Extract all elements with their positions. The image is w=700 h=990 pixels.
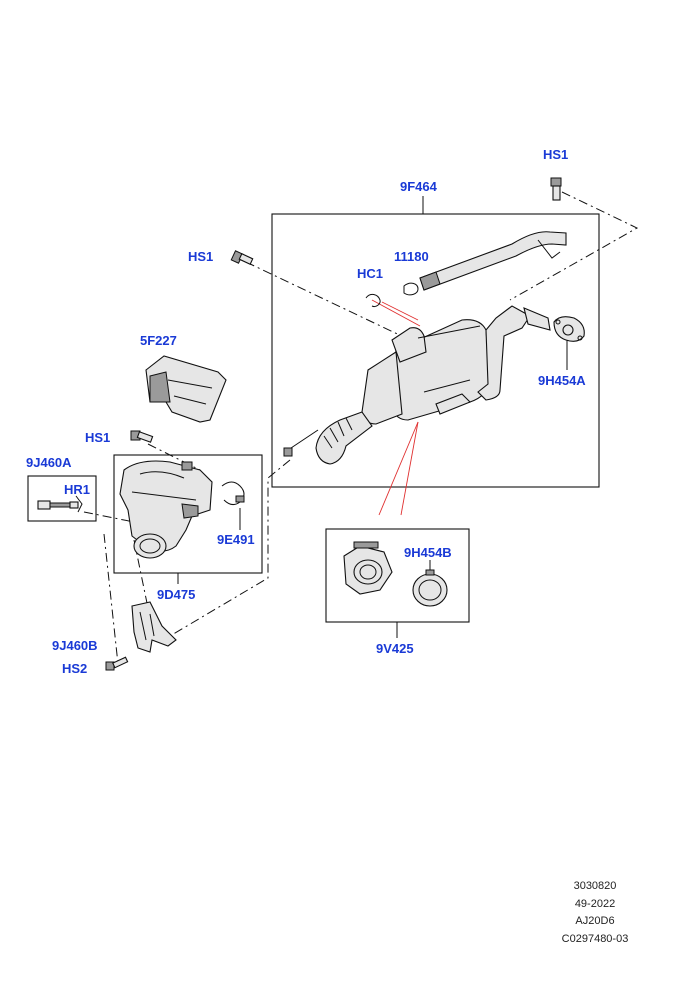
callout-hc1[interactable]: HC1	[357, 266, 384, 281]
callout-9h454a[interactable]: 9H454A	[538, 373, 586, 388]
red-leader-hc1	[371, 299, 421, 327]
gasket-9h454b	[412, 569, 448, 607]
callout-5f227[interactable]: 5F227	[140, 333, 177, 348]
footer-code-1: 3030820	[573, 880, 617, 892]
group-box-9d475	[113, 454, 263, 574]
callout-hr1[interactable]: HR1	[64, 482, 91, 497]
callout-hs1-top[interactable]: HS1	[543, 147, 569, 162]
red-leader-9v425-a	[378, 421, 419, 516]
footer-code-2: 49-2022	[574, 898, 616, 910]
assembly-line-bracket2	[133, 539, 149, 609]
assembly-line-center	[169, 459, 291, 637]
assembly-line-bracket	[103, 533, 119, 665]
heat-shield-5f227	[145, 355, 227, 423]
bolt-hs2	[105, 656, 129, 671]
callout-9j460b[interactable]: 9J460B	[52, 638, 98, 653]
flex-pipe	[283, 411, 373, 465]
callout-9v425[interactable]: 9V425	[376, 641, 414, 656]
bracket-9j460b	[131, 601, 177, 653]
callout-9j460a[interactable]: 9J460A	[26, 455, 72, 470]
callout-hs1-left[interactable]: HS1	[188, 249, 214, 264]
housing-9d475	[119, 460, 213, 559]
clamp-9e491	[221, 481, 245, 506]
red-leader-9v425-b	[400, 421, 419, 516]
flange-9v425	[343, 541, 393, 595]
bolt-hs1-top	[550, 177, 562, 201]
pipe-11180	[419, 231, 567, 291]
callout-hs2[interactable]: HS2	[62, 661, 88, 676]
group-box-9f464	[271, 213, 600, 488]
callout-9f464[interactable]: 9F464	[400, 179, 437, 194]
callout-9h454b[interactable]: 9H454B	[404, 545, 452, 560]
group-box-9j460a	[27, 475, 97, 522]
callout-11180[interactable]: 11180	[394, 249, 429, 264]
callout-hs1-mid[interactable]: HS1	[85, 430, 111, 445]
footer-code-4: C0297480-03	[561, 933, 629, 945]
bolt-hs1-left	[230, 250, 254, 265]
gasket-9h454a	[553, 316, 585, 342]
bolt-hs1-mid	[130, 430, 154, 443]
sensor-9j460a	[37, 495, 83, 513]
clamp-11180	[403, 282, 419, 296]
assembly-line-sensor	[83, 511, 135, 523]
assembly-line-left-bolt	[245, 261, 411, 341]
footer-code-3: AJ20D6	[575, 915, 615, 927]
callout-9e491[interactable]: 9E491	[217, 532, 255, 547]
assembly-line-top	[509, 191, 639, 301]
catalyst-body	[361, 305, 551, 425]
callout-9d475[interactable]: 9D475	[157, 587, 196, 602]
red-leader-hc1b	[381, 301, 419, 321]
clip-hc1	[365, 293, 381, 307]
